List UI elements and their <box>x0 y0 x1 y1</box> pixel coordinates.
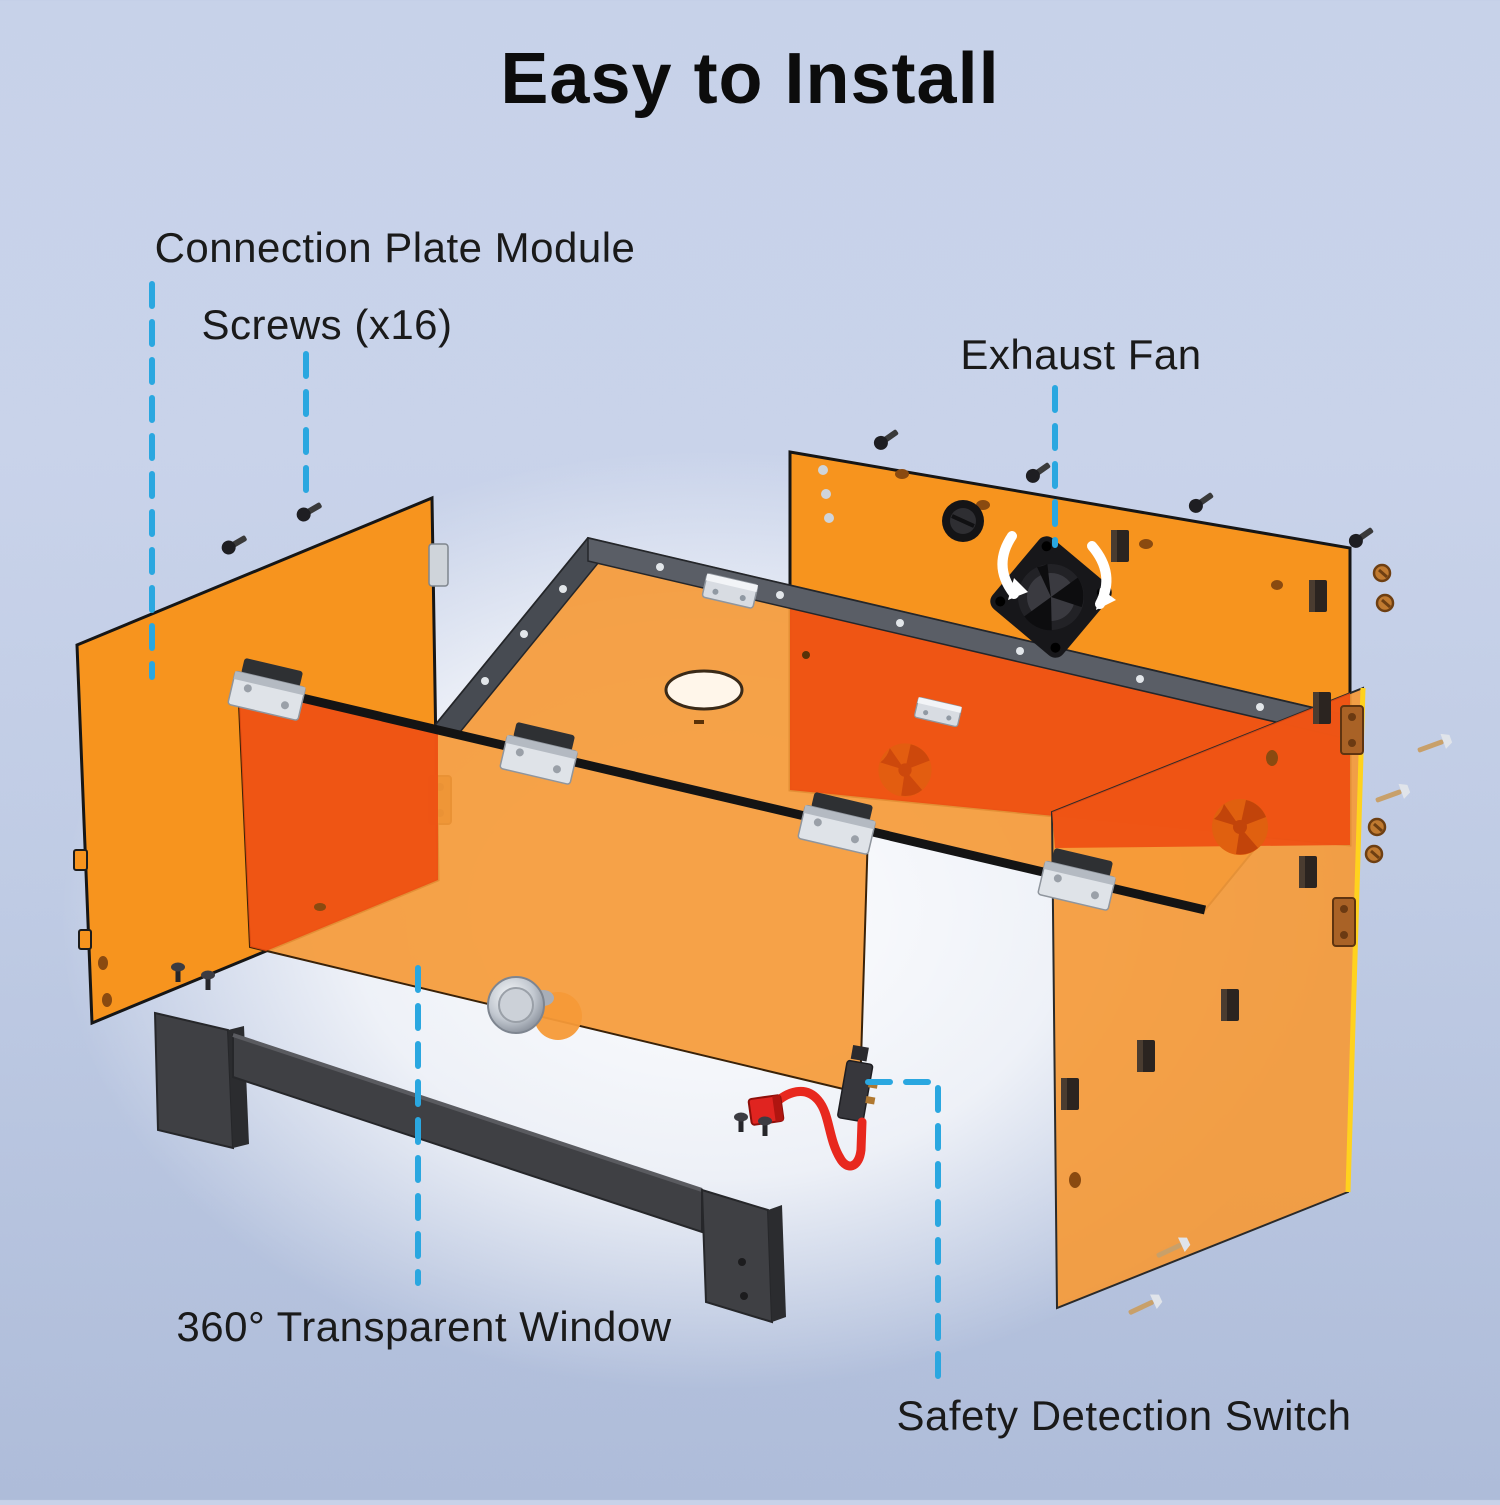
airflow-arrowhead-right <box>1096 588 1116 610</box>
fan-cutout-right <box>1212 799 1268 855</box>
label-transparent-window: 360° Transparent Window <box>176 1303 672 1350</box>
label-exhaust-fan: Exhaust Fan <box>960 331 1202 378</box>
left-panel-hinge-top <box>428 543 449 587</box>
laser-head-hole <box>664 669 744 711</box>
base-frame <box>153 1011 786 1324</box>
vent-knob <box>942 500 984 542</box>
panel-clip <box>1061 1078 1079 1110</box>
airflow-arrowhead-left <box>1008 578 1028 600</box>
panel-clip <box>1137 1040 1155 1072</box>
label-connection-plate-module: Connection Plate Module <box>154 224 636 271</box>
panel-clip <box>1111 530 1129 562</box>
right-back-overlap <box>1052 693 1350 848</box>
door-left-overlap <box>238 683 438 951</box>
safety-switch-wire <box>747 1087 867 1171</box>
leader-lines <box>149 281 1058 1388</box>
label-screws-x16: Screws (x16) <box>201 301 453 348</box>
fan-cutout-back <box>878 743 932 797</box>
panel-clip <box>1299 856 1317 888</box>
front-door-panel <box>236 681 879 1123</box>
right-panel-hinge-top <box>1340 705 1364 755</box>
safety-detection-switch <box>837 1044 879 1123</box>
exhaust-fan <box>990 536 1112 658</box>
page-title: Easy to Install <box>500 39 1000 119</box>
panel-clip <box>1309 580 1327 612</box>
wire-connector <box>747 1094 785 1126</box>
right-side-panel <box>1050 686 1366 1310</box>
panel-clip <box>1313 692 1331 724</box>
door-knob <box>487 976 545 1034</box>
panel-clip <box>1221 989 1239 1021</box>
leader-safety-switch <box>865 1079 941 1388</box>
right-panel-hinge-bottom <box>1332 897 1356 947</box>
airflow-arrow-left <box>997 531 1019 599</box>
label-safety-detection-switch: Safety Detection Switch <box>896 1392 1352 1439</box>
